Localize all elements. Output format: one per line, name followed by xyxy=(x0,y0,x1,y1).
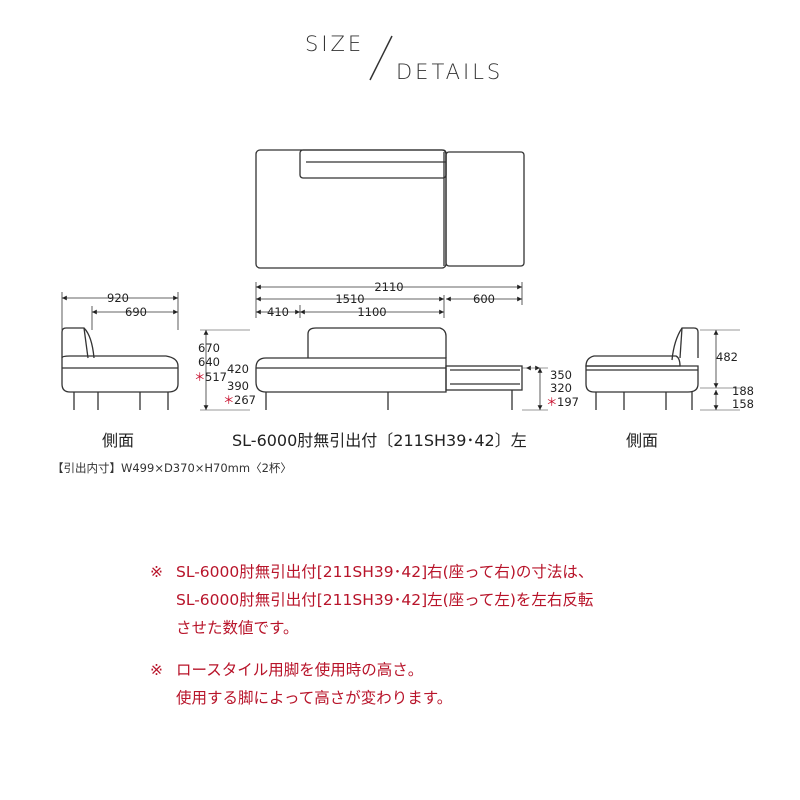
label-back-height-alt: 640 xyxy=(198,355,220,369)
label-back-height: 670 xyxy=(198,341,220,355)
caption-front: SL-6000肘無引出付〔211SH39･42〕左 xyxy=(232,431,527,450)
note-line: 使用する脚によって高さが変わります。 xyxy=(176,689,453,707)
asterisk: ＊ xyxy=(546,395,558,409)
caption-side-right: 側面 xyxy=(626,431,659,450)
note-line: ロースタイル用脚を使用時の高さ。 xyxy=(176,661,424,679)
note-2: ※ ロースタイル用脚を使用時の高さ。 使用する脚によって高さが変わります。 xyxy=(150,656,452,712)
note-line: SL-6000肘無引出付[211SH39･42]左(座って左)を左右反転 xyxy=(176,591,594,609)
label-seat: 1100 xyxy=(357,305,386,319)
label-back-height-low: 517 xyxy=(205,370,227,384)
title-slash xyxy=(369,35,393,81)
label-seat-depth: 690 xyxy=(125,305,147,319)
label-seat-height-alt: 390 xyxy=(227,379,249,393)
label-table-height-alt: 320 xyxy=(550,381,572,395)
note-mark: ※ xyxy=(150,661,163,679)
label-table-height-low: 197 xyxy=(557,395,579,409)
side-view-left-drawing xyxy=(61,327,179,410)
side-view-right-drawing xyxy=(585,327,699,410)
label-base: 188 xyxy=(732,384,754,398)
note-line: させた数値です。 xyxy=(176,619,299,637)
label-sofa: 1510 xyxy=(335,292,364,306)
label-seat-height-low: 267 xyxy=(234,393,256,407)
asterisk: ＊ xyxy=(223,393,235,407)
label-arm: 410 xyxy=(267,305,289,319)
title-details: DETAILS xyxy=(396,60,504,84)
label-table: 600 xyxy=(473,292,495,306)
caption-side-left: 側面 xyxy=(102,431,135,450)
note-1: ※ SL-6000肘無引出付[211SH39･42]右(座って右)の寸法は、 S… xyxy=(150,558,593,642)
note-mark: ※ xyxy=(150,563,163,581)
front-view-drawing xyxy=(255,327,523,410)
label-base-low: 158 xyxy=(732,397,754,411)
top-view-drawing xyxy=(255,149,525,269)
drawer-spec: 【引出内寸】W499×D370×H70mm〈2杯〉 xyxy=(52,461,292,475)
label-back: 482 xyxy=(716,350,738,364)
note-line: SL-6000肘無引出付[211SH39･42]右(座って右)の寸法は、 xyxy=(176,563,594,581)
asterisk: ＊ xyxy=(194,370,206,384)
label-depth: 920 xyxy=(107,291,129,305)
label-overall: 2110 xyxy=(374,280,403,294)
title-size: SIZE xyxy=(305,32,365,56)
label-seat-height: 420 xyxy=(227,362,249,376)
label-table-height: 350 xyxy=(550,368,572,382)
